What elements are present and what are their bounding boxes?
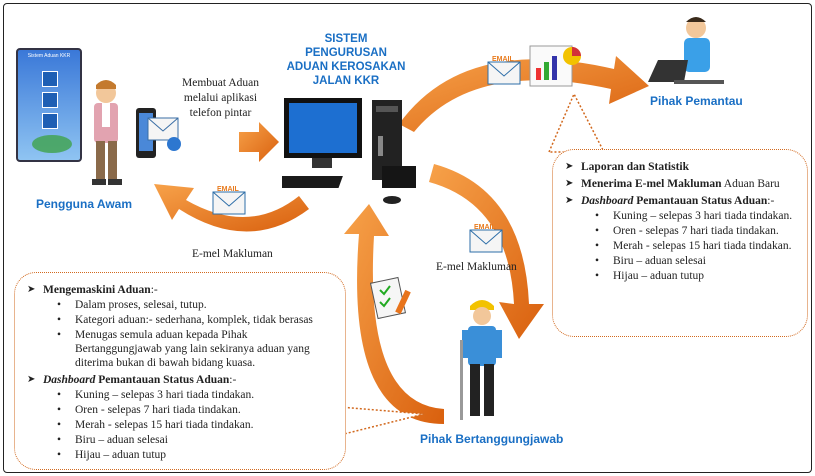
actor-monitor-label: Pihak Pemantau <box>650 94 743 108</box>
email-icon: EMAIL <box>487 56 521 85</box>
monitor-person-figure <box>648 17 724 84</box>
status-item: •Oren - selepas 7 hari tiada tindakan. <box>595 225 779 237</box>
app-icon <box>42 71 58 87</box>
email-notification-label-mid: E-mel Makluman <box>436 261 517 273</box>
smartphone-email-icon <box>136 108 181 158</box>
monitor-info-box: ➤Laporan dan Statistik ➤Menerima E-mel M… <box>552 149 808 337</box>
map-graphic <box>32 135 72 153</box>
email-icon: EMAIL <box>469 224 503 253</box>
status-item: •Kuning – selepas 3 hari tiada tindakan. <box>57 389 255 401</box>
arrow-system-to-user <box>154 184 309 232</box>
status-item: •Kuning – selepas 3 hari tiada tindakan. <box>595 210 793 222</box>
app-icon <box>42 113 58 129</box>
email-tag-text: EMAIL <box>474 224 497 231</box>
system-title: SISTEM PENGURUSAN ADUAN KEROSAKAN JALAN … <box>286 33 406 87</box>
diagram-frame: Sistem Aduan KKR Pengguna Awam Membuat A… <box>3 3 812 473</box>
server-computer-icon <box>282 98 416 204</box>
responsible-item: ➤Dashboard Pemantauan Status Aduan:- •Ku… <box>21 373 337 462</box>
actor-public-label: Pengguna Awam <box>36 197 133 211</box>
status-item: •Merah - selepas 15 hari tiada tindakan. <box>595 240 792 252</box>
update-item: •Kategori aduan:- sederhana, komplek, ti… <box>57 314 313 326</box>
monitor-item: ➤Laporan dan Statistik <box>565 161 690 173</box>
arrow-user-to-system <box>239 122 279 162</box>
status-item: •Merah - selepas 15 hari tiada tindakan. <box>57 419 254 431</box>
status-item: •Hijau – aduan tutup <box>57 449 167 461</box>
email-tag-text: EMAIL <box>492 56 515 63</box>
report-chart-icon <box>529 45 581 87</box>
responsible-item: ➤Mengemaskini Aduan:- •Dalam proses, sel… <box>21 283 337 370</box>
update-item: •Menugas semula aduan kepada Pihak Berta… <box>57 329 310 369</box>
submit-complaint-label: Membuat Aduan melalui aplikasi telefon p… <box>182 77 259 119</box>
monitor-item: ➤Menerima E-mel Makluman Aduan Baru <box>565 178 780 190</box>
monitor-callout-pointer <box>547 92 606 153</box>
responsible-person-figure <box>460 300 502 420</box>
email-tag-text: EMAIL <box>217 186 240 193</box>
update-item: •Dalam proses, selesai, tutup. <box>57 299 207 311</box>
clipboard-checklist-icon <box>369 276 411 320</box>
status-item: •Hijau – aduan tutup <box>595 270 705 282</box>
responsible-info-box: ➤Mengemaskini Aduan:- •Dalam proses, sel… <box>14 272 346 470</box>
actor-responsible-label: Pihak Bertanggungjawab <box>420 432 564 446</box>
arrow-responsible-to-system <box>344 204 444 424</box>
email-notification-label-left: E-mel Makluman <box>192 248 273 260</box>
arrow-system-to-monitor <box>399 56 649 132</box>
status-item: •Biru – aduan selesai <box>57 434 168 446</box>
arrow-system-to-responsible <box>429 164 544 339</box>
phone-screen-title: Sistem Aduan KKR <box>27 53 71 59</box>
public-user-figure <box>92 80 122 185</box>
monitor-item: ➤Dashboard Pemantauan Status Aduan:- •Ku… <box>559 194 801 283</box>
status-item: •Biru – aduan selesai <box>595 255 706 267</box>
email-icon: EMAIL <box>212 186 246 215</box>
app-icon <box>42 92 58 108</box>
status-item: •Oren - selepas 7 hari tiada tindakan. <box>57 404 241 416</box>
phone-app-screen: Sistem Aduan KKR <box>16 48 82 162</box>
